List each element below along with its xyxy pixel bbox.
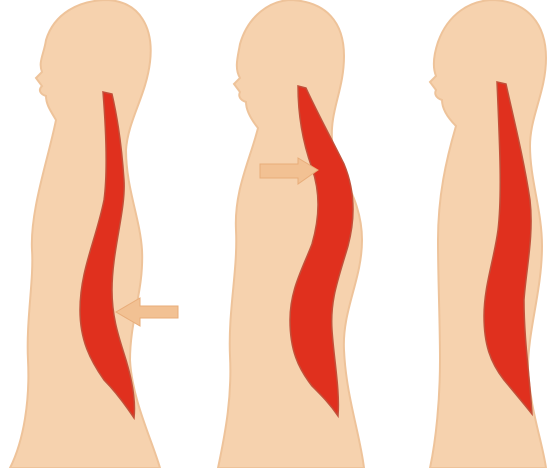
body-silhouette-1 [10,0,160,468]
panel-lordosis [10,0,178,468]
panel-kyphosis [218,0,364,468]
panel-normal [430,0,546,468]
